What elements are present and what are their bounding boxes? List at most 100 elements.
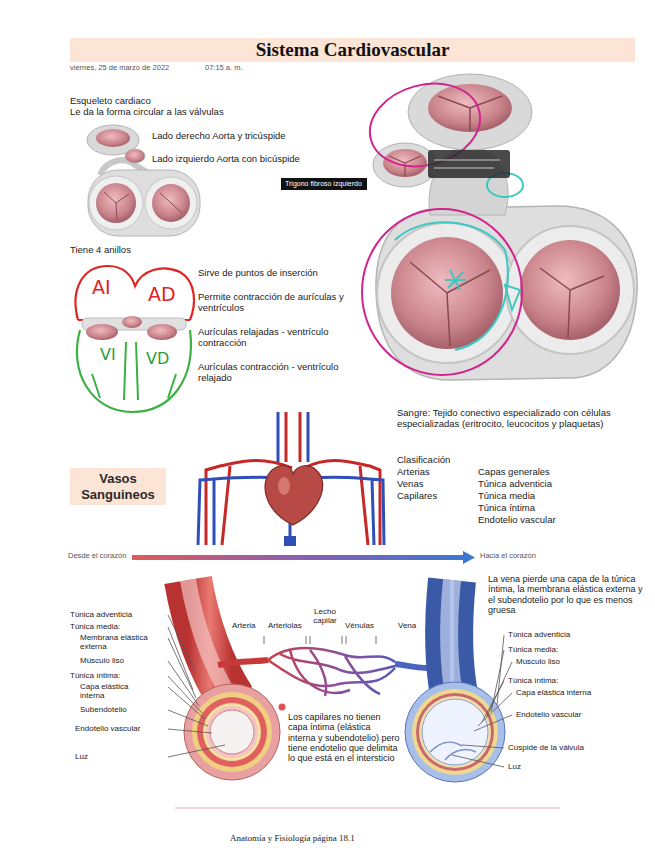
leader-lines-part (452, 635, 512, 767)
note-text: Los capilares no tienen capa íntima (elá… (288, 712, 400, 764)
heading-box: Vasos Sanguineos (70, 468, 166, 505)
node-text: Trigono fibroso izquierdo (285, 180, 363, 188)
note-text: Túnica media: (70, 622, 120, 631)
cardiac-skeleton-large-part (362, 209, 522, 375)
note-text: Túnica media (478, 491, 535, 502)
note-text: Tiene 4 anillos (70, 245, 131, 256)
vessel-illustration-part (188, 580, 232, 700)
note-text: viernes, 25 de marzo de 2022 (70, 64, 169, 73)
page-title: Sistema Cardiovascular (70, 38, 635, 62)
cardiac-skeleton-small-part (104, 192, 182, 220)
cardiac-skeleton-large-part (505, 285, 520, 310)
cardiac-skeleton-large (361, 72, 638, 380)
note-text: Arteria (232, 621, 256, 630)
cardiac-skeleton-small-part (88, 170, 200, 236)
direction-arrow-part (132, 555, 465, 560)
heart-sketch-part (147, 324, 177, 340)
callout-tag: Trigono fibroso izquierdo (281, 178, 367, 190)
note-text: Túnica adventicia (70, 610, 132, 619)
cardiac-skeleton-large-part (438, 96, 502, 131)
note-text: Luz (508, 762, 521, 771)
note-text: Membrana elástica externa (80, 633, 160, 651)
note-text: Aurículas contracción - ventrículo relaj… (198, 362, 368, 384)
note-text: Arterias (397, 467, 430, 478)
circulation-illustration-part (265, 466, 323, 525)
vessel-illustration-part (264, 636, 376, 644)
note-text: Túnica media: (508, 645, 558, 654)
leader-lines (168, 615, 512, 767)
handwritten-mark: AD (148, 284, 176, 306)
note-text: Endotelio vascular (75, 724, 150, 733)
note-text: Arteriolas (268, 621, 302, 630)
note-text: Venas (397, 479, 423, 490)
vessel-illustration-part (279, 704, 286, 711)
note-text: Túnica íntima: (508, 676, 558, 685)
title-band: Sistema Cardiovascular (70, 38, 635, 62)
note-text: Capas generales (478, 467, 550, 478)
heart-sketch (76, 266, 194, 412)
vessel-illustration-part (395, 664, 428, 668)
note-text: Lecho capilar (307, 607, 343, 625)
cardiac-skeleton-large-part (540, 268, 604, 338)
leader-lines-part (168, 615, 225, 757)
note-text: Hacia el corazón (480, 552, 536, 561)
circulation-illustration (198, 412, 384, 546)
heart-sketch-part (86, 324, 118, 340)
circulation-illustration-part (278, 477, 290, 495)
note-text: Desde el corazón (68, 552, 126, 561)
note-text: Músculo liso (516, 657, 560, 666)
vessel-illustration-part (210, 710, 254, 754)
vessel-illustration-part (405, 682, 505, 782)
cardiac-skeleton-large-part (428, 84, 512, 132)
cardiac-skeleton-large-part (377, 223, 517, 363)
vessel-illustration-part (430, 742, 476, 760)
page-caption: Anatomía y Fisiología página 18.1 (230, 833, 355, 843)
note-text: Le da la forma circular a las válvulas (70, 107, 224, 118)
cardiac-skeleton-large-part (506, 226, 634, 354)
cardiac-skeleton-large-part (520, 240, 620, 340)
cardiac-skeleton-large-part (445, 270, 466, 290)
note-text: Lado izquierdo Aorta con bicúspide (152, 154, 300, 165)
heart-sketch-part (92, 342, 176, 400)
vessel-illustration-part (175, 807, 560, 809)
note-text: La vena pierde una capa de la túnica ínt… (488, 574, 648, 615)
note-text: Esqueleto cardiaco (70, 96, 151, 107)
vessel-illustration-part (416, 693, 494, 771)
vessel-illustration-part (203, 703, 261, 761)
cardiac-skeleton-large-part (410, 262, 490, 346)
note-text: Músculo liso (80, 656, 124, 665)
vessel-illustration-part (188, 580, 232, 700)
cardiac-skeleton-small-part (96, 129, 130, 147)
note-text: Sirve de puntos de inserción (198, 268, 318, 279)
note-text: Lado derecho Aorta y tricúspide (152, 131, 286, 142)
note-text: Cúspide de la válvula (508, 743, 584, 752)
note-text: Capa elástica interna (516, 688, 596, 697)
cardiac-skeleton-small-part (125, 149, 145, 163)
heart-sketch-part (122, 316, 142, 328)
note-text: Capa elástica interna (80, 682, 155, 700)
note-text: Túnica íntima: (70, 671, 120, 680)
vessel-illustration-part (218, 660, 268, 665)
handwritten-mark: VD (146, 350, 169, 368)
vessel-illustration-part (268, 648, 395, 696)
vessel-illustration-part (419, 696, 491, 768)
direction-arrow (132, 551, 475, 564)
note-text: Sangre: Tejido conectivo especializado c… (397, 408, 642, 430)
note-text: Túnica íntima (478, 503, 535, 514)
direction-arrow-part (463, 551, 475, 564)
cardiac-skeleton-small (87, 125, 200, 236)
note-text: Túnica adventicia (508, 630, 570, 639)
note-text: Túnica adventicia (478, 479, 552, 490)
handwritten-mark: VI (100, 346, 116, 364)
handwritten-mark: AI (92, 277, 111, 299)
note-text: Endotelio vascular (516, 710, 586, 719)
circulation-illustration-part (284, 536, 296, 546)
vessel-illustration-part (206, 706, 258, 758)
vessel-illustration-part (422, 699, 488, 765)
node-text: Vasos Sanguineos (74, 471, 162, 502)
cardiac-skeleton-large-part (376, 206, 637, 380)
vessel-illustration-part (197, 697, 267, 767)
heart-sketch-part (77, 330, 191, 412)
note-text: Aurículas relajadas - ventrículo contrac… (198, 327, 368, 349)
